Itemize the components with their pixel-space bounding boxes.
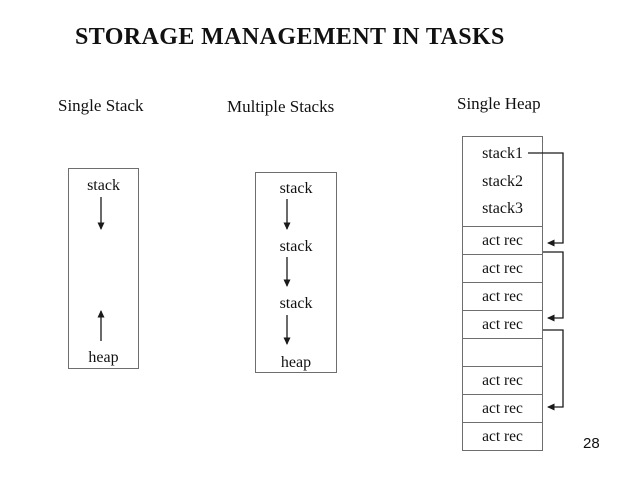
heap-row-1: act rec: [462, 226, 543, 255]
heap-row-6: act rec: [462, 366, 543, 395]
heap-header-stack3: stack3: [482, 200, 523, 217]
heap-header-box: stack1 stack2 stack3: [462, 136, 543, 227]
single-stack-top-label: stack: [87, 177, 120, 194]
single-heap-table: stack1 stack2 stack3 act rec act rec act…: [462, 136, 543, 451]
slide-title: STORAGE MANAGEMENT IN TASKS: [75, 24, 505, 50]
single-stack-box: stack heap: [68, 168, 139, 369]
heap-row-2: act rec: [462, 254, 543, 283]
heap-header-stack2: stack2: [482, 173, 523, 190]
column-label-single-heap: Single Heap: [457, 94, 541, 113]
heap-link-arrow-actrec4-to-actrec7: [543, 329, 564, 411]
column-label-single-stack: Single Stack: [58, 96, 144, 115]
heap-row-4: act rec: [462, 310, 543, 339]
heap-link-arrow-actrec1-to-actrec4: [543, 251, 564, 322]
heap-header-stack1: stack1: [482, 145, 523, 162]
heap-row-5-empty: [462, 338, 543, 367]
multiple-stacks-label-3: stack: [279, 295, 313, 312]
multiple-stacks-box: stack stack stack heap: [255, 172, 337, 373]
heap-row-3: act rec: [462, 282, 543, 311]
page-number: 28: [583, 435, 600, 452]
multiple-stacks-bottom-label: heap: [280, 354, 312, 371]
heap-row-7: act rec: [462, 394, 543, 423]
heap-row-8: act rec: [462, 422, 543, 451]
single-stack-bottom-label: heap: [88, 349, 119, 366]
multiple-stacks-label-2: stack: [279, 238, 313, 255]
column-label-multiple-stacks: Multiple Stacks: [227, 97, 335, 116]
multiple-stacks-label-1: stack: [279, 180, 313, 197]
